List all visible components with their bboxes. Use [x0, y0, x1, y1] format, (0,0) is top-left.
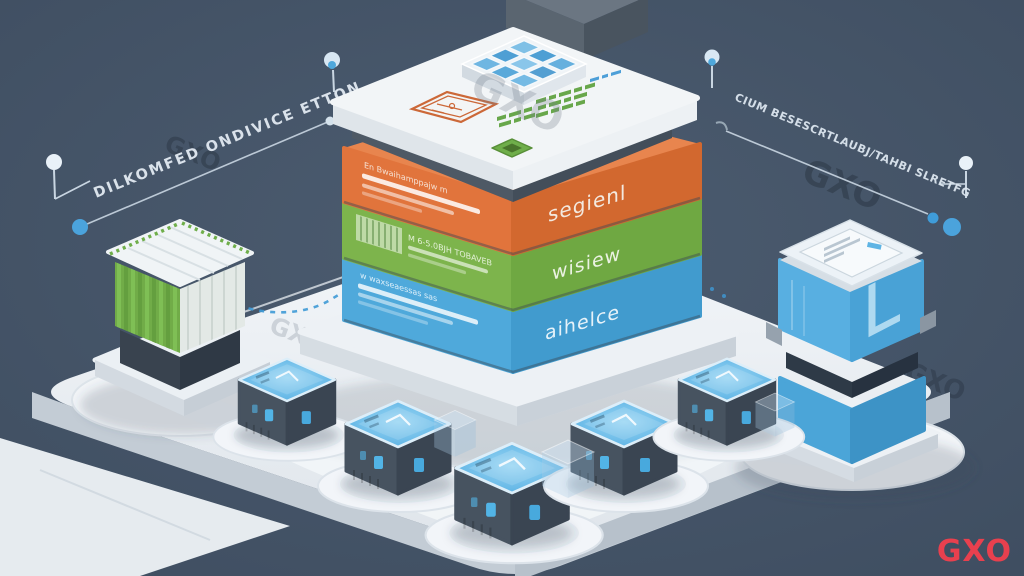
green-fringe [109, 221, 251, 256]
app-grid-icon [460, 35, 588, 105]
layer-top-platform: GXO [330, 27, 700, 190]
callout-left-blue-dot [72, 219, 88, 235]
machine-bracket-left [766, 322, 782, 346]
machine-l-glyph [868, 282, 900, 338]
platform-stack: GXO segienl wisiew aihelce En Bwaihamppa… [280, 27, 750, 468]
barcode-rows-icon [497, 82, 595, 128]
schematic-icon [408, 90, 500, 124]
machine-bracket-right [920, 310, 936, 334]
callout-right-pin-top [704, 49, 720, 65]
blue-dash-row-icon [590, 69, 621, 83]
callout-right-blue-dot [943, 218, 961, 236]
back-slab [506, 0, 648, 60]
green-app-icon [491, 138, 533, 158]
slat-stack-right-face [180, 261, 245, 353]
slat-stack-left-face [115, 262, 180, 354]
callout-right-blue-dot [927, 212, 939, 224]
gxo-logo: GXO [937, 534, 1012, 569]
storage-cube [80, 219, 290, 435]
callout-left-pin-top [324, 52, 340, 68]
callout-right-pin [959, 156, 973, 170]
callout-left-pin [46, 154, 62, 170]
floor-foreground-wedge [0, 438, 290, 576]
callout-left-end-dot [325, 116, 335, 126]
